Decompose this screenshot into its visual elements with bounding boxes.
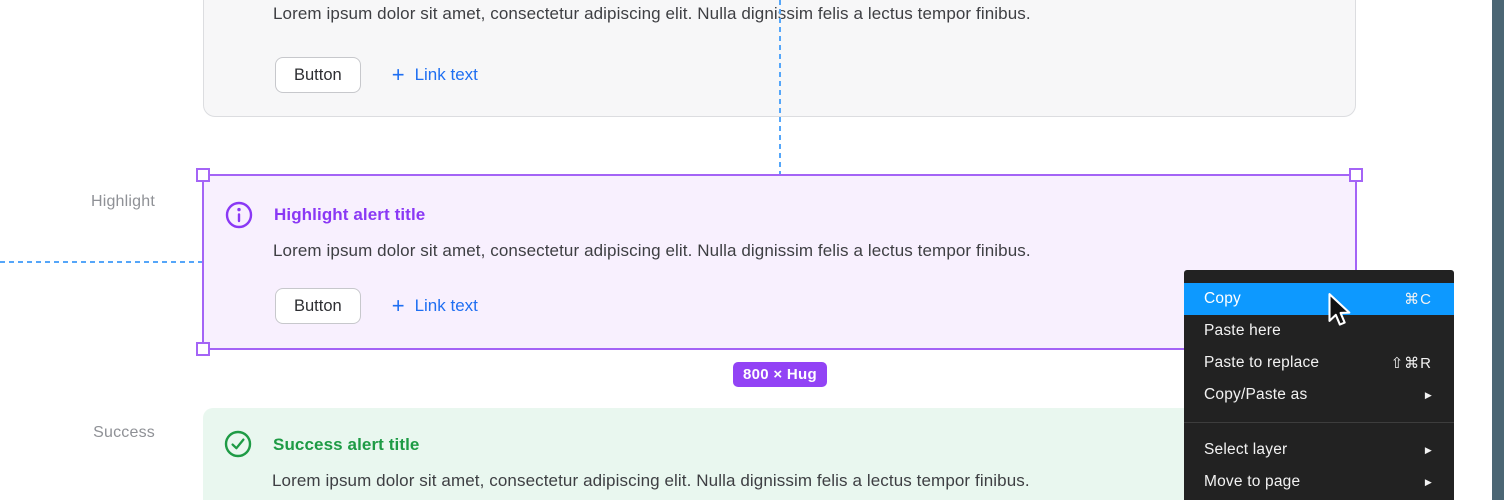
menu-divider xyxy=(1184,422,1454,423)
menu-item-select-layer[interactable]: Select layer ▶ xyxy=(1184,434,1454,466)
plus-icon: + xyxy=(391,293,405,318)
triangle-right-icon: ▶ xyxy=(1424,444,1432,455)
alert-body-text: Lorem ipsum dolor sit amet, consectetur … xyxy=(273,241,1031,260)
menu-item-label: Select layer xyxy=(1204,441,1288,458)
alert-body-text: Lorem ipsum dolor sit amet, consectetur … xyxy=(273,4,1031,23)
arrow-cursor-icon xyxy=(1326,292,1354,335)
selection-handle-bottom-left[interactable] xyxy=(196,342,210,356)
menu-item-label: Paste here xyxy=(1204,322,1281,339)
horizontal-guide-line xyxy=(0,261,202,263)
alert-body-text: Lorem ipsum dolor sit amet, consectetur … xyxy=(272,471,1030,490)
section-label-highlight: Highlight xyxy=(90,193,155,210)
menu-item-label: Move to page xyxy=(1204,473,1301,490)
alert-link[interactable]: + Link text xyxy=(391,293,478,318)
info-circle-icon xyxy=(225,201,253,229)
menu-item-paste-here[interactable]: Paste here xyxy=(1184,315,1454,347)
context-menu: Copy ⌘C Paste here Paste to replace ⇧⌘R … xyxy=(1184,270,1454,500)
link-label: Link text xyxy=(414,296,478,315)
section-label-success: Success xyxy=(93,424,155,441)
menu-item-shortcut: ⌘C xyxy=(1404,291,1432,308)
link-label: Link text xyxy=(414,65,478,84)
menu-item-move-to-page[interactable]: Move to page ▶ xyxy=(1184,466,1454,498)
selection-handle-top-left[interactable] xyxy=(196,168,210,182)
menu-item-label: Paste to replace xyxy=(1204,354,1320,371)
right-edge-panel xyxy=(1492,0,1504,500)
menu-item-label: Copy/Paste as xyxy=(1204,386,1308,403)
menu-item-label: Copy xyxy=(1204,290,1241,307)
check-circle-icon xyxy=(224,430,252,458)
vertical-guide-line xyxy=(779,0,781,174)
alert-card-success[interactable]: Success alert title Lorem ipsum dolor si… xyxy=(203,408,1356,500)
alert-button[interactable]: Button xyxy=(275,57,361,93)
menu-item-copy[interactable]: Copy ⌘C xyxy=(1184,283,1454,315)
triangle-right-icon: ▶ xyxy=(1424,476,1432,487)
selection-size-badge: 800 × Hug xyxy=(733,362,827,387)
alert-button[interactable]: Button xyxy=(275,288,361,324)
menu-item-paste-to-replace[interactable]: Paste to replace ⇧⌘R xyxy=(1184,347,1454,379)
alert-title: Success alert title xyxy=(273,435,420,454)
plus-icon: + xyxy=(391,62,405,87)
alert-card-highlight-selected[interactable]: Highlight alert title Lorem ipsum dolor … xyxy=(196,168,1363,356)
alert-title: Highlight alert title xyxy=(274,205,426,224)
triangle-right-icon: ▶ xyxy=(1424,389,1432,400)
selection-handle-top-right[interactable] xyxy=(1349,168,1363,182)
menu-item-copy-paste-as[interactable]: Copy/Paste as ▶ xyxy=(1184,379,1454,411)
alert-link[interactable]: + Link text xyxy=(391,62,478,87)
menu-item-shortcut: ⇧⌘R xyxy=(1390,355,1432,372)
